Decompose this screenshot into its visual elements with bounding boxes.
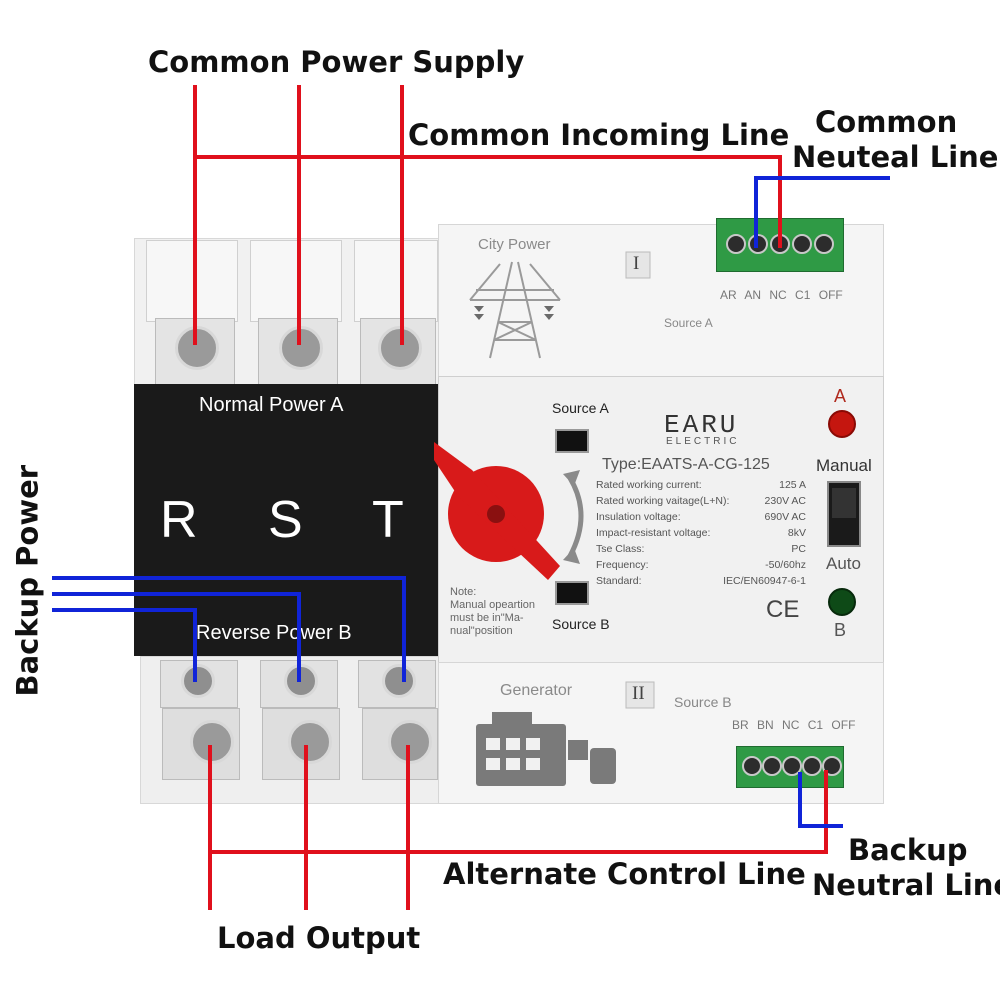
phase-t: T [372, 491, 404, 549]
terminal-label-nc: NC [769, 288, 787, 302]
note-line-3: nual"position [450, 625, 513, 637]
terminal-off-top [814, 234, 834, 254]
spec-row: Tse Class:PC [596, 543, 806, 555]
clamp-housing-1 [146, 240, 238, 322]
terminal-bn [762, 756, 782, 776]
terminal-br [742, 756, 762, 776]
manual-label: Manual [816, 456, 872, 475]
source-a-top-label: Source A [664, 316, 713, 330]
terminal-label-ar: AR [720, 288, 737, 302]
normal-power-label: Normal Power A [199, 394, 344, 416]
terminal-c1-top [792, 234, 812, 254]
led-b-label: B [834, 620, 847, 640]
terminal-label-off: OFF [831, 718, 856, 732]
terminal-c1-bottom [802, 756, 822, 776]
note-line-2: must be in"Ma- [450, 612, 524, 624]
phase-s: S [268, 491, 303, 549]
common-neutral-line-label-1: Common [815, 105, 958, 139]
terminal-label-nc: NC [782, 718, 800, 732]
source-b-bottom-label: Source B [674, 694, 732, 710]
screw-icon [181, 664, 215, 698]
note-line-1: Manual opeartion [450, 599, 536, 611]
type-label: Type:EAATS-A-CG-125 [602, 456, 770, 473]
spec-row: Standard:IEC/EN60947-6-1 [596, 575, 806, 587]
ce-mark: CE [766, 596, 800, 623]
generator-label: Generator [500, 682, 573, 699]
brand-subtitle: ELECTRIC [666, 436, 740, 447]
spec-table: Rated working current:125 A Rated workin… [596, 479, 806, 591]
screw-icon [288, 720, 332, 764]
red-wires [193, 85, 828, 910]
terminal-label-an: AN [744, 288, 762, 302]
led-a [828, 410, 856, 438]
pylon-icon [469, 261, 561, 359]
screw-icon [382, 664, 416, 698]
terminal-labels-top: AR AN NC C1 OFF [720, 288, 848, 302]
roman-two-label: II [632, 683, 645, 704]
brand-logo: EARU [664, 410, 739, 440]
backup-power-label: Backup Power [10, 464, 45, 697]
blue-wires [52, 176, 890, 828]
alternate-control-line-label: Alternate Control Line [443, 857, 806, 891]
phase-r: R [160, 491, 198, 549]
arrow-down-icon [474, 306, 554, 320]
common-neutral-line-label-2: Neuteal Line [792, 140, 999, 174]
spec-row: Rated working vaitage(L+N):230V AC [596, 495, 806, 507]
terminal-label-br: BR [732, 718, 749, 732]
load-output-label: Load Output [217, 921, 421, 955]
terminal-ar [726, 234, 746, 254]
led-a-label: A [834, 386, 847, 406]
reverse-power-label: Reverse Power B [196, 622, 352, 644]
auto-label: Auto [826, 554, 861, 573]
backup-neutral-line-label-2: Neutral Line [812, 868, 1000, 902]
rotary-handle[interactable] [434, 442, 560, 580]
terminal-label-c1: C1 [807, 718, 824, 732]
note-title: Note: [450, 586, 477, 598]
city-power-label: City Power [478, 236, 551, 253]
terminal-nc-bottom [782, 756, 802, 776]
spec-row: Insulation voltage:690V AC [596, 511, 806, 523]
terminal-label-c1: C1 [795, 288, 811, 302]
common-power-supply-label: Common Power Supply [148, 45, 525, 79]
window-source-b-label: Source B [552, 616, 610, 632]
window-source-a-label: Source A [552, 400, 609, 416]
terminal-labels-bottom: BR BN NC C1 OFF [732, 718, 860, 732]
terminal-label-bn: BN [757, 718, 774, 732]
backup-neutral-line-label-1: Backup [848, 833, 968, 867]
led-b [828, 588, 856, 616]
roman-one-label: I [633, 253, 640, 274]
terminal-label-off: OFF [818, 288, 843, 302]
common-incoming-line-label: Common Incoming Line [408, 118, 790, 152]
spec-row: Frequency:-50/60hz [596, 559, 806, 571]
spec-row: Impact-resistant voltage:8kV [596, 527, 806, 539]
spec-row: Rated working current:125 A [596, 479, 806, 491]
clamp-housing-3 [354, 240, 438, 322]
